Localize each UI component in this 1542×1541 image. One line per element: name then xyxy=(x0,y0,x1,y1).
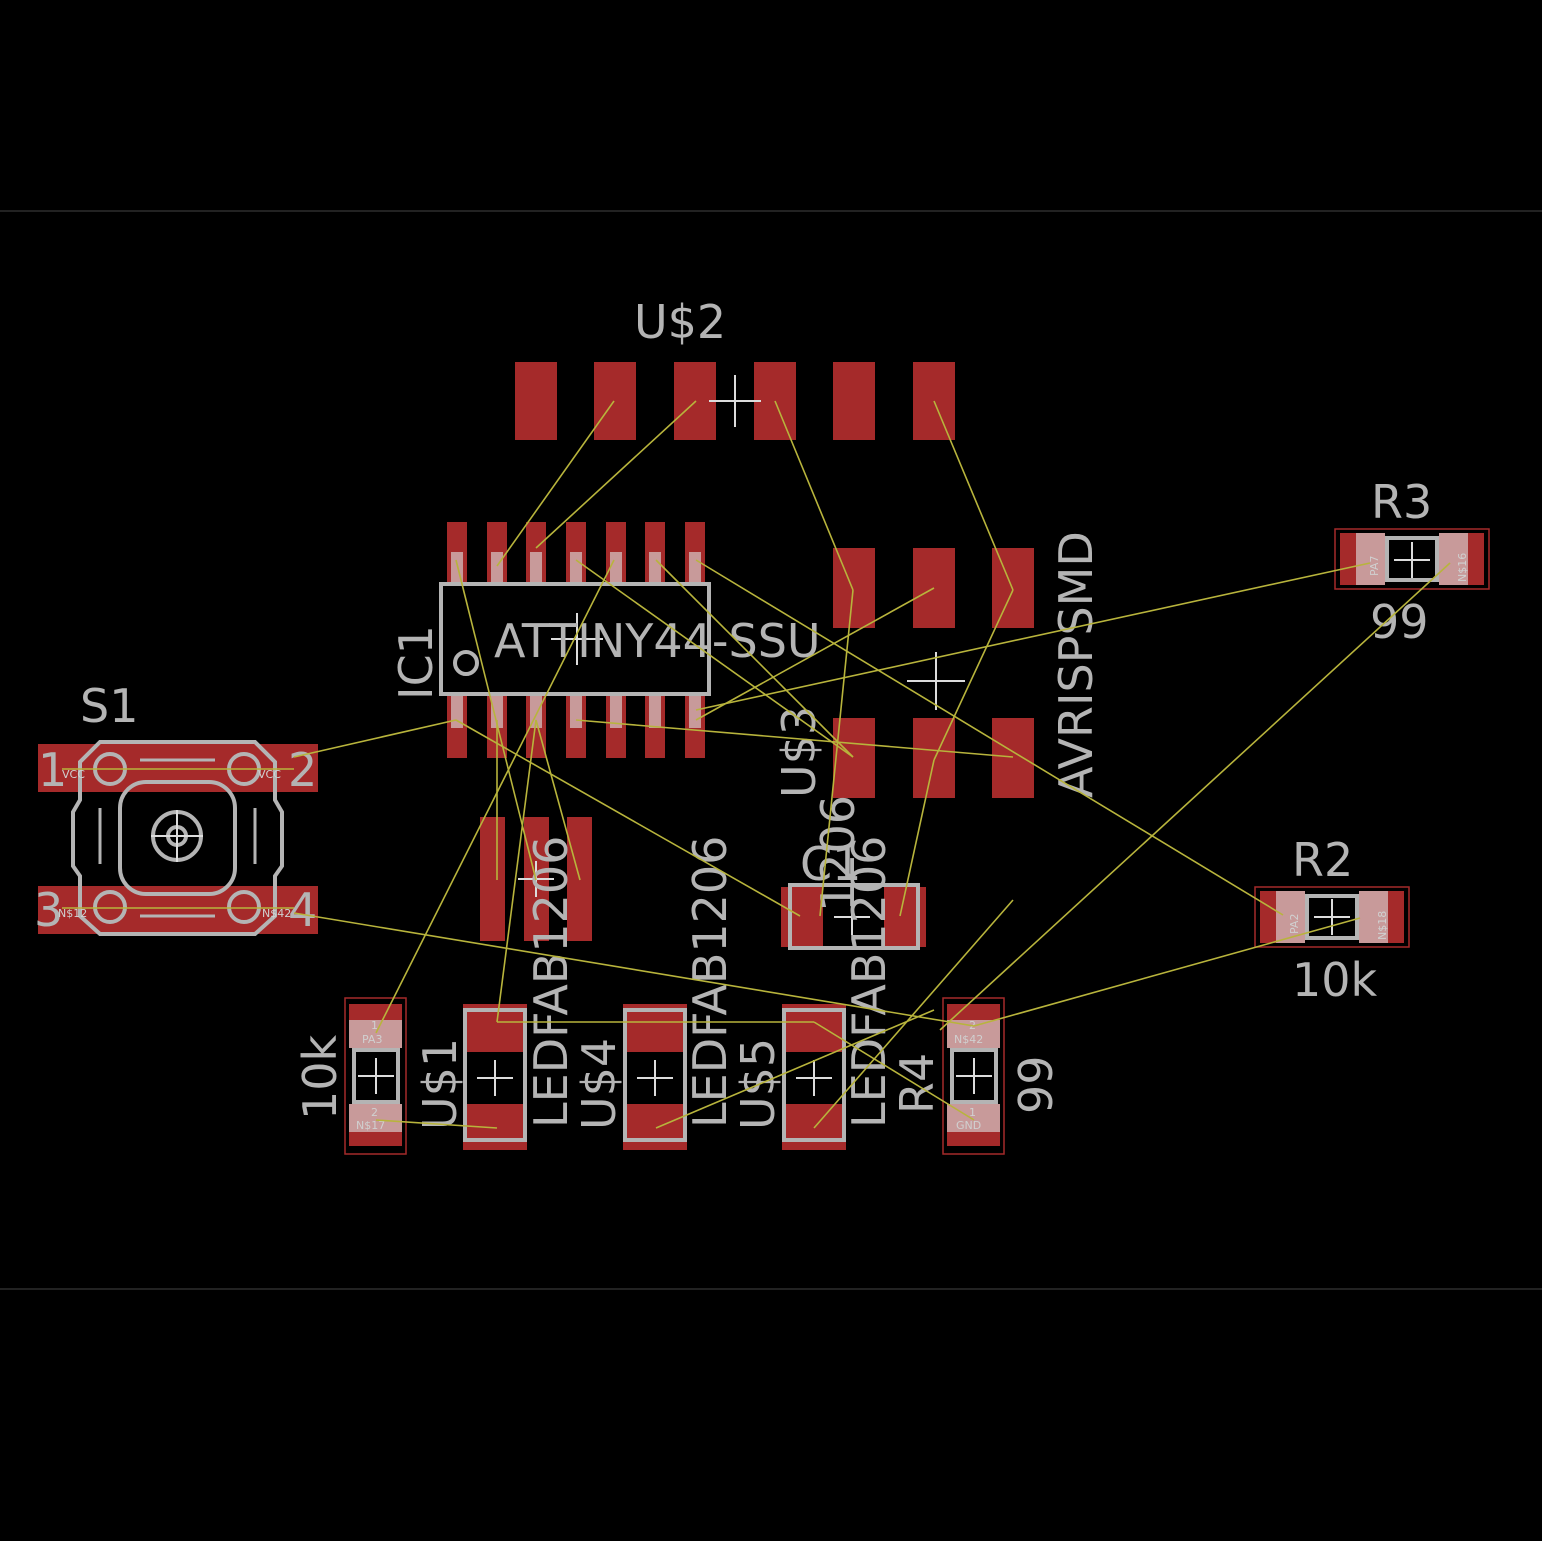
u1-body-outline xyxy=(463,1008,527,1142)
u5-value-label: LEDFAB1206 xyxy=(842,836,896,1128)
s1-pin3-label: 3 xyxy=(34,883,63,937)
r1-pin-label-1: 1 xyxy=(371,1019,378,1032)
r1-net-label-2: N$17 xyxy=(356,1119,385,1132)
s1-name-label: S1 xyxy=(80,679,138,733)
r4-pin-label-1: 1 xyxy=(969,1106,976,1119)
component-u3[interactable]: U$3 AVRISPSMD xyxy=(772,531,1103,798)
component-c1[interactable]: C1 1206 xyxy=(781,795,926,950)
ic1-value-label: ATTINY44-SSU xyxy=(494,614,821,668)
r3-net-label-2: N$16 xyxy=(1456,553,1469,582)
u3-pad-1[interactable] xyxy=(833,548,875,628)
r2-net-label-1: PA2 xyxy=(1288,914,1301,934)
r4-name-label: R4 xyxy=(890,1053,944,1114)
r3-body-outline xyxy=(1385,536,1439,582)
u4-body-outline xyxy=(623,1008,687,1142)
component-r3[interactable]: PA7 N$16 R3 99 xyxy=(1334,475,1490,649)
r2-body-outline xyxy=(1305,894,1359,940)
u4-name-label: U$4 xyxy=(572,1038,626,1130)
r3-name-label: R3 xyxy=(1371,475,1432,529)
s1-hole-4 xyxy=(227,890,261,924)
r1-courtyard xyxy=(344,997,407,1155)
component-r4[interactable]: 2 N$42 1 GND R4 99 xyxy=(890,997,1063,1155)
s1-net-label-2: VCC xyxy=(258,768,281,781)
u3-name-label: U$3 xyxy=(772,706,826,798)
r2-courtyard xyxy=(1254,886,1410,948)
component-s1[interactable]: 1 2 3 4 VCC VCC N$12 N$42 S1 xyxy=(34,679,318,937)
ic1-pin1-marker xyxy=(453,650,479,676)
u3-value-label: AVRISPSMD xyxy=(1049,531,1103,798)
r3-courtyard xyxy=(1334,528,1490,590)
led-vert-pad-1[interactable] xyxy=(480,817,505,941)
s1-net-label-3: N$12 xyxy=(58,907,87,920)
ic1-body-outline xyxy=(439,582,711,696)
r4-courtyard xyxy=(942,997,1005,1155)
r2-value-label: 10k xyxy=(1292,953,1378,1007)
c1-name-label: C1 xyxy=(800,837,861,891)
u1-name-label: U$1 xyxy=(413,1038,467,1130)
r1-net-label-1: PA3 xyxy=(362,1033,382,1046)
u2-pad-1[interactable] xyxy=(515,362,557,440)
component-r1[interactable]: 1 PA3 2 N$17 10k xyxy=(293,997,407,1155)
r2-pad-2[interactable] xyxy=(1359,891,1388,943)
s1-net-label-4: N$42 xyxy=(262,907,291,920)
ic1-name-label: IC1 xyxy=(389,625,443,700)
r1-pin-label-2: 2 xyxy=(371,1106,378,1119)
r4-net-label-2: GND xyxy=(956,1119,981,1132)
r1-value-label: 10k xyxy=(293,1034,347,1120)
s1-pin2-label: 2 xyxy=(288,743,317,797)
r4-net-label-1: N$42 xyxy=(954,1033,983,1046)
s1-net-label-1: VCC xyxy=(62,768,85,781)
u5-body-outline xyxy=(782,1008,846,1142)
u4-pad-2[interactable] xyxy=(623,1104,687,1150)
u3-pad-6[interactable] xyxy=(992,718,1034,798)
u2-pad-2[interactable] xyxy=(594,362,636,440)
s1-pin1-label: 1 xyxy=(38,743,67,797)
u3-pad-4[interactable] xyxy=(833,718,875,798)
s1-hole-3 xyxy=(93,890,127,924)
r2-name-label: R2 xyxy=(1292,833,1353,887)
r3-pad-2[interactable] xyxy=(1439,533,1468,585)
r1-pad-1[interactable] xyxy=(349,1020,402,1048)
u2-pad-5[interactable] xyxy=(833,362,875,440)
component-u1[interactable]: U$1 xyxy=(413,1004,527,1150)
component-ic1[interactable]: ATTINY44-SSU IC1 xyxy=(389,522,821,758)
u2-name-label: U$2 xyxy=(634,295,726,349)
r1-pad-2[interactable] xyxy=(349,1104,402,1132)
s1-pin4-label: 4 xyxy=(288,883,317,937)
c1-body-outline xyxy=(788,883,920,950)
u1-value-label: LEDFAB1206 xyxy=(524,836,578,1128)
r3-net-label-1: PA7 xyxy=(1368,556,1381,576)
ratsnest xyxy=(62,400,1451,1129)
s1-actuator-outline xyxy=(118,780,237,896)
component-u5[interactable]: U$5 LEDFAB1206 xyxy=(731,836,896,1150)
r4-body-outline xyxy=(950,1048,998,1104)
r4-pad-1[interactable] xyxy=(947,1020,1000,1048)
r3-value-label: 99 xyxy=(1370,595,1429,649)
r1-body-outline xyxy=(352,1048,400,1104)
r2-net-label-2: N$18 xyxy=(1376,911,1389,940)
component-r2[interactable]: PA2 N$18 R2 10k xyxy=(1254,833,1410,1007)
r4-value-label: 99 xyxy=(1009,1055,1063,1114)
ic1-top-pads xyxy=(447,522,705,586)
s1-body-outline xyxy=(71,740,284,936)
r3-pad-1[interactable] xyxy=(1356,533,1385,585)
c1-value-label: 1206 xyxy=(811,795,865,912)
